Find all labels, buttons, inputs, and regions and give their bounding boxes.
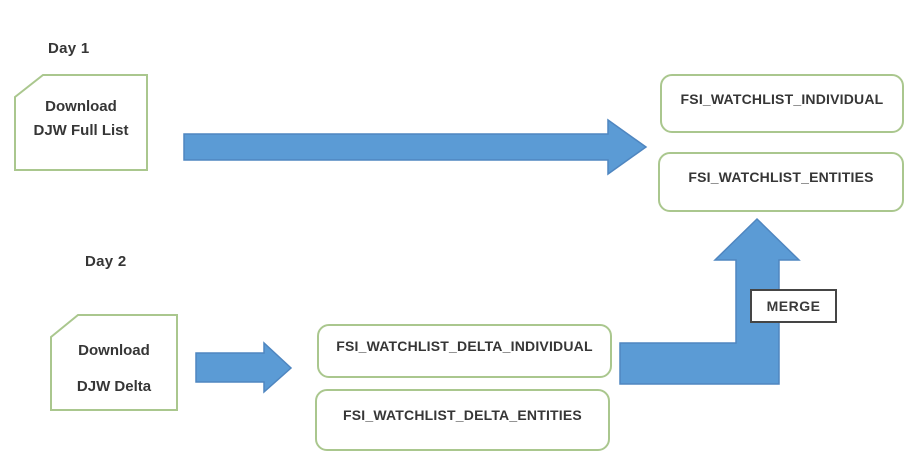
merge-bent-up-arrow — [619, 217, 801, 385]
day1-source-document-label: Download DJW Full List — [15, 95, 147, 143]
day1-document-shape — [14, 74, 148, 171]
day1-label: Day 1 — [48, 40, 90, 57]
table-node-fsi-watchlist-delta-individual: FSI_WATCHLIST_DELTA_INDIVIDUAL — [317, 324, 612, 378]
day1-source-line2: DJW Full List — [33, 122, 129, 139]
merge-label-box: MERGE — [750, 289, 837, 323]
day2-source-line1: Download — [78, 342, 150, 359]
day2-source-document-label: Download DJW Delta — [51, 341, 177, 396]
table-node-fsi-watchlist-entities: FSI_WATCHLIST_ENTITIES — [658, 152, 904, 212]
day2-document-shape — [50, 314, 178, 411]
day2-source-line2: DJW Delta — [76, 378, 152, 395]
table-node-fsi-watchlist-delta-entities: FSI_WATCHLIST_DELTA_ENTITIES — [315, 389, 610, 451]
day2-flow-arrow — [195, 341, 293, 394]
day2-label: Day 2 — [85, 253, 127, 270]
day1-source-line1: Download — [45, 98, 117, 115]
day1-flow-arrow — [183, 118, 648, 176]
table-node-fsi-watchlist-individual: FSI_WATCHLIST_INDIVIDUAL — [660, 74, 904, 133]
